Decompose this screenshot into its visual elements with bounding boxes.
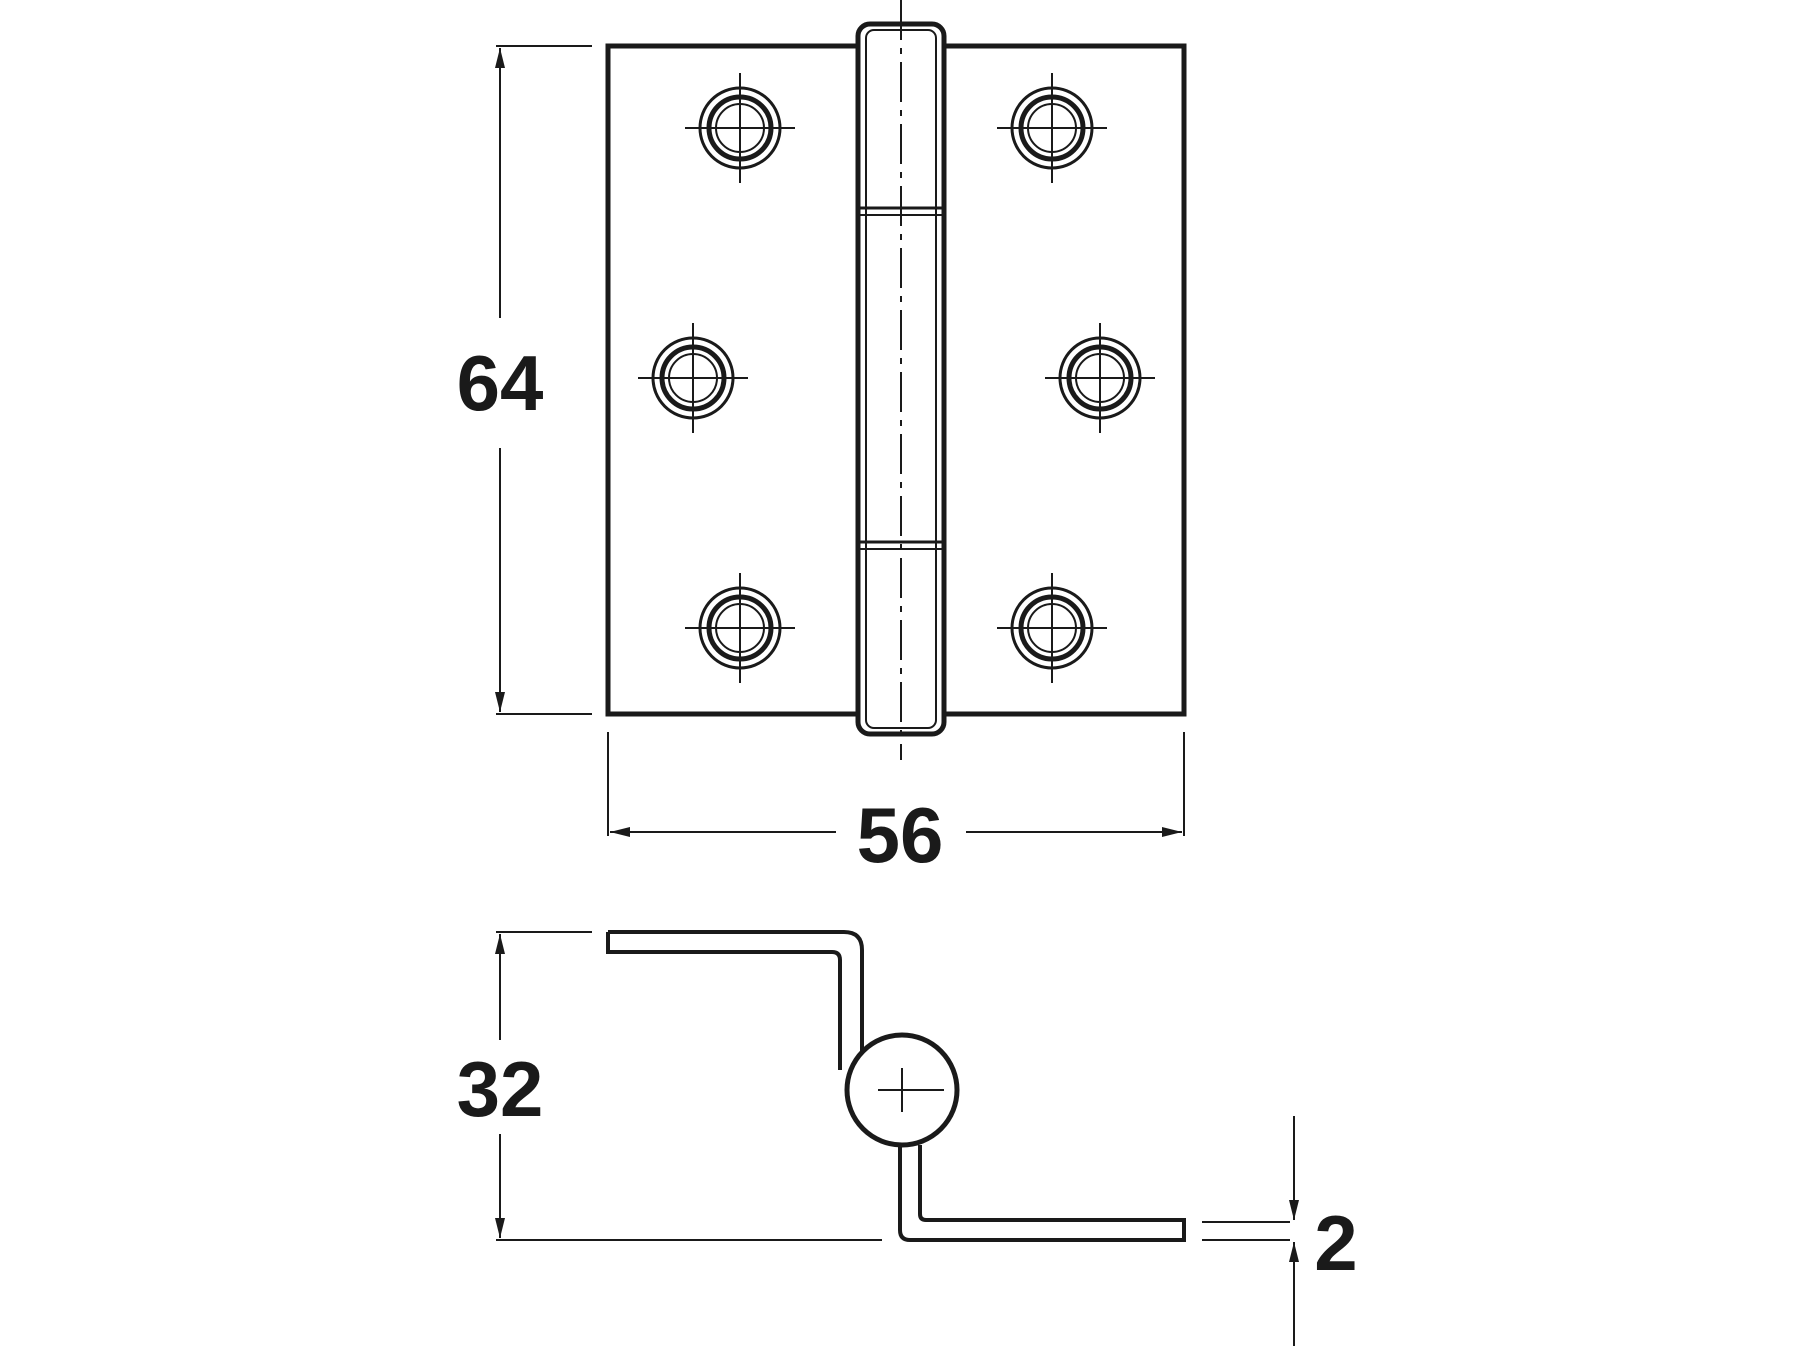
screw-hole-middle-left [638,323,748,433]
screw-hole-bottom-right [997,573,1107,683]
screw-hole-top-right [997,73,1107,183]
dimension-height: 64 [457,45,592,715]
dimension-thickness: 2 [1202,1116,1358,1346]
screw-hole-bottom-left [685,573,795,683]
dimension-width: 56 [607,732,1185,879]
dimension-width-label: 56 [857,791,944,879]
dimension-knuckle-height-label: 32 [457,1045,544,1133]
hinge-front-view [605,0,1187,760]
screw-hole-middle-right [1045,323,1155,433]
dimension-knuckle-height: 32 [457,931,882,1241]
hinge-profile [608,930,864,1052]
hinge-side-view [606,930,1186,1242]
dimension-thickness-label: 2 [1314,1199,1357,1287]
screw-hole-top-left [685,73,795,183]
dimension-height-label: 64 [457,339,544,427]
